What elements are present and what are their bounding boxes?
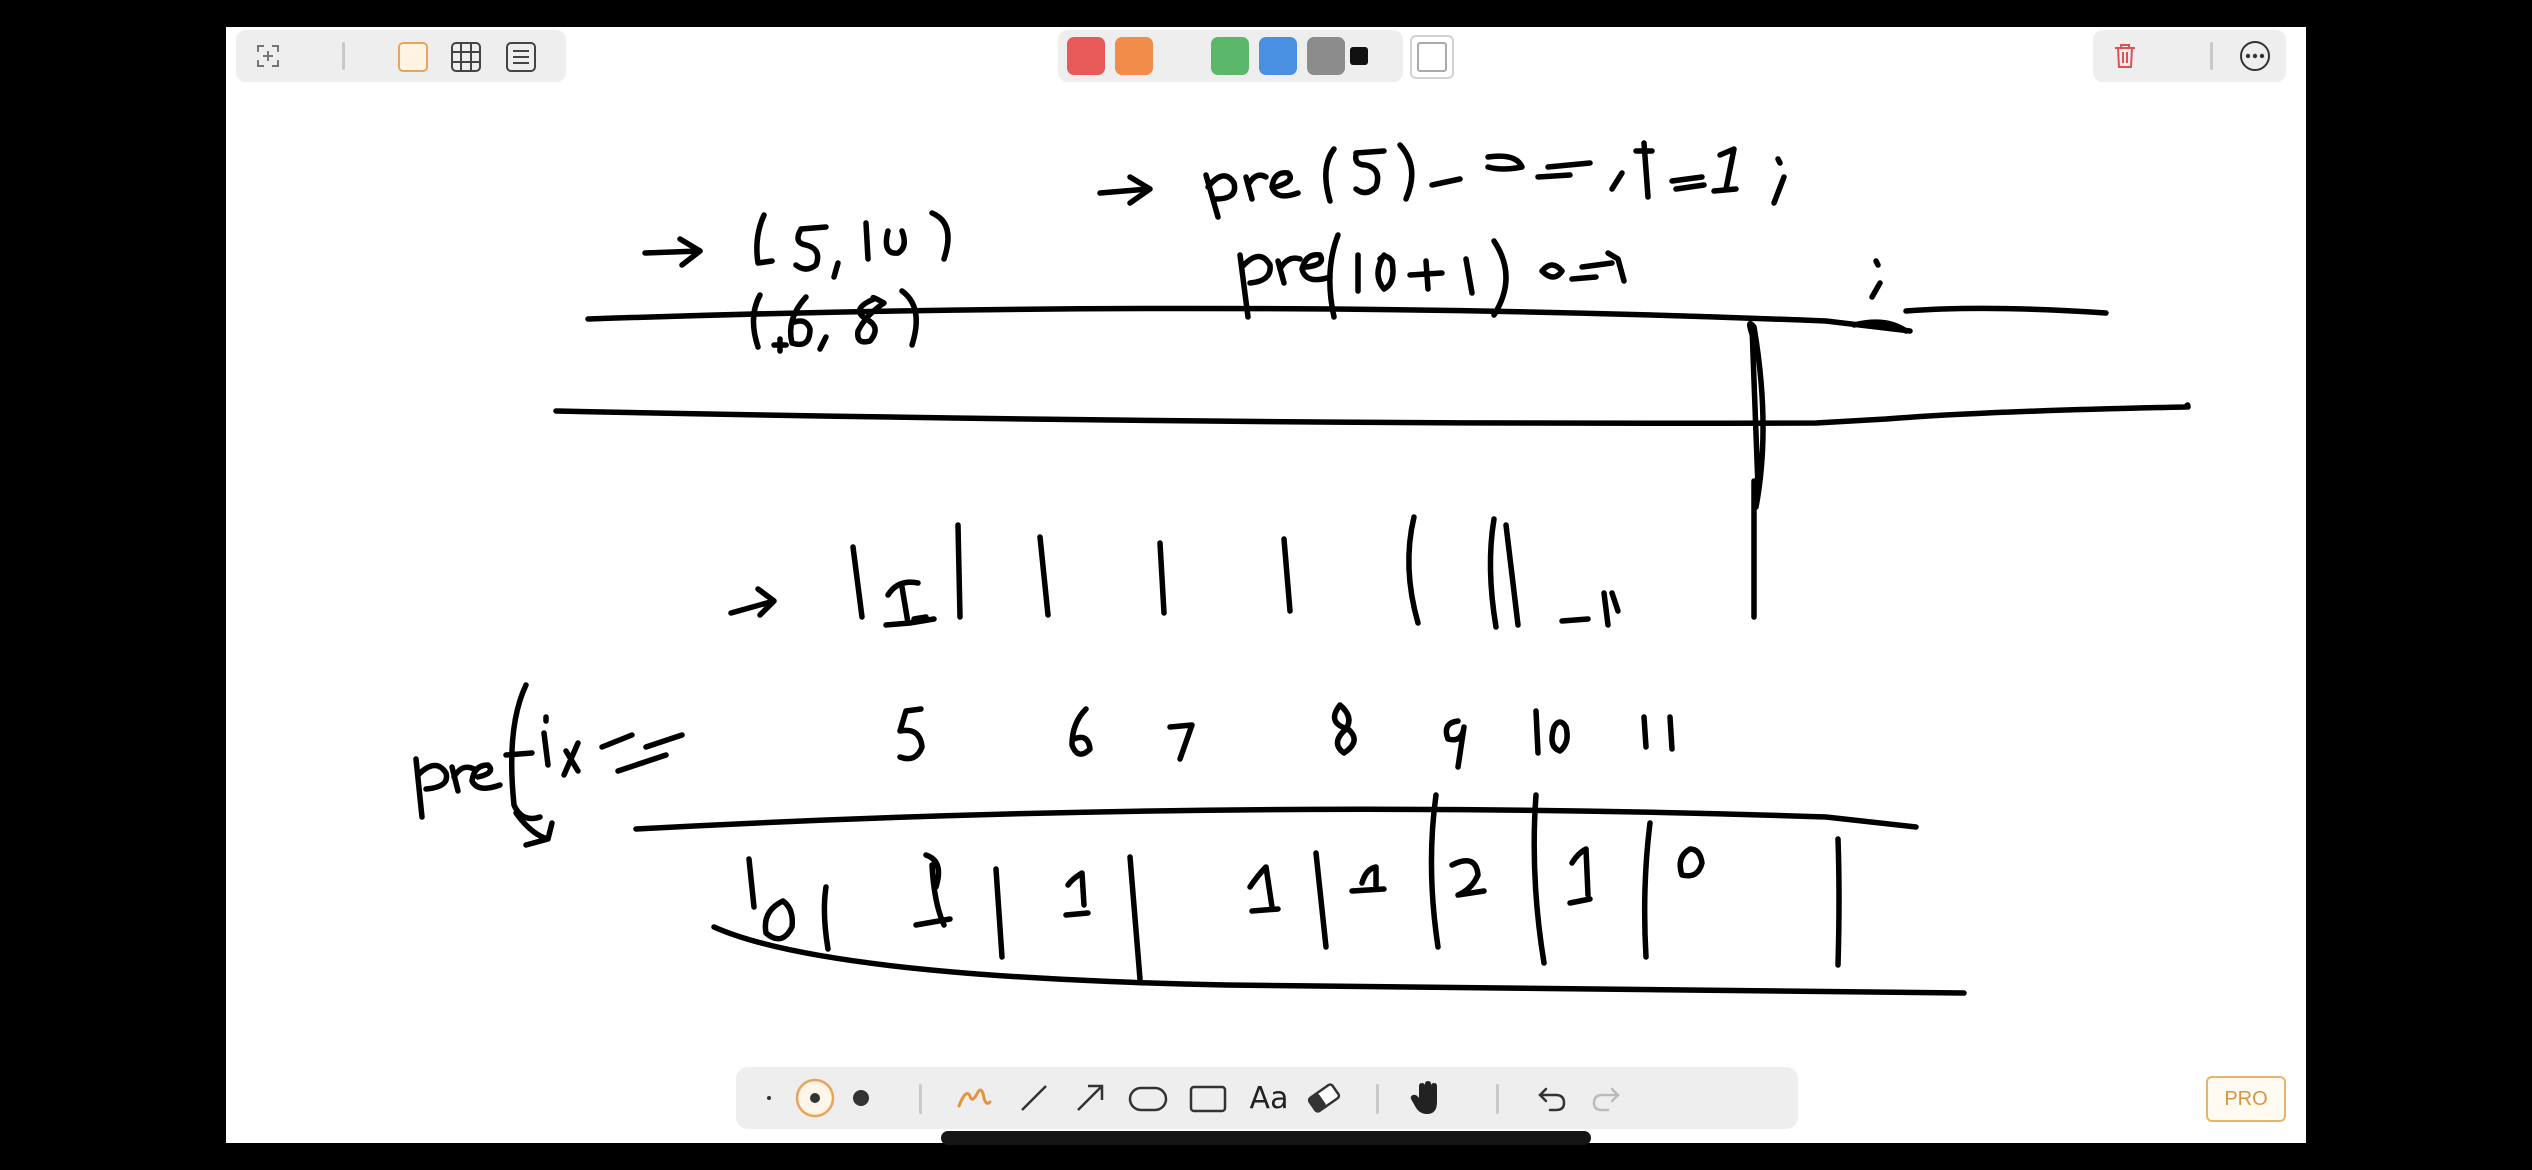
- ellipse-tool-icon[interactable]: [1126, 1080, 1170, 1116]
- undo-icon[interactable]: [1532, 1080, 1572, 1116]
- redo-icon[interactable]: [1586, 1080, 1626, 1116]
- trash-icon[interactable]: [2107, 38, 2143, 74]
- frame-icon[interactable]: [394, 38, 432, 76]
- color-swatch-gray[interactable]: [1307, 37, 1345, 75]
- pro-badge[interactable]: PRO: [2206, 1076, 2286, 1122]
- arrow-tool-icon[interactable]: [1070, 1080, 1110, 1116]
- page-actions-toolbar: [2093, 30, 2286, 82]
- drawing-canvas[interactable]: [226, 27, 2306, 1143]
- rectangle-tool-icon[interactable]: [1186, 1080, 1230, 1116]
- stroke-group-indices: [897, 702, 1675, 770]
- more-icon[interactable]: [2237, 38, 2273, 74]
- color-swatch-white[interactable]: [1410, 35, 1454, 79]
- grid-icon[interactable]: [447, 38, 485, 76]
- eraser-tool-icon[interactable]: [1302, 1078, 1346, 1118]
- text-tool-button[interactable]: Aa: [1249, 1080, 1289, 1116]
- stroke-group-intervals: [642, 210, 951, 354]
- color-swatch-orange[interactable]: [1115, 37, 1153, 75]
- stroke-group-diff-array: [553, 305, 2191, 630]
- lines-icon[interactable]: [502, 38, 540, 76]
- stroke-size-large[interactable]: [846, 1083, 876, 1113]
- stroke-size-small[interactable]: [754, 1083, 784, 1113]
- color-swatch-black[interactable]: [1348, 45, 1370, 67]
- stroke-group-pre-line1: [1097, 140, 1787, 220]
- home-indicator[interactable]: [941, 1131, 1591, 1145]
- pen-tool-icon[interactable]: [954, 1080, 994, 1116]
- stroke-size-medium[interactable]: [794, 1077, 836, 1119]
- drawing-toolbar: Aa: [736, 1067, 1798, 1129]
- view-toolbar: [236, 30, 566, 82]
- stroke-group-pre-line2: [1237, 232, 1883, 320]
- color-swatch-blue[interactable]: [1259, 37, 1297, 75]
- line-tool-icon[interactable]: [1014, 1080, 1054, 1116]
- color-palette: [1058, 30, 1454, 82]
- whiteboard-app: Aa PRO: [226, 27, 2306, 1143]
- stroke-group-prefix-array: [633, 792, 1967, 996]
- color-swatch-green[interactable]: [1211, 37, 1249, 75]
- hand-tool-icon[interactable]: [1404, 1078, 1448, 1118]
- color-swatch-red[interactable]: [1067, 37, 1105, 75]
- stroke-group-prefix-label: [413, 682, 685, 848]
- expand-icon[interactable]: [250, 38, 286, 74]
